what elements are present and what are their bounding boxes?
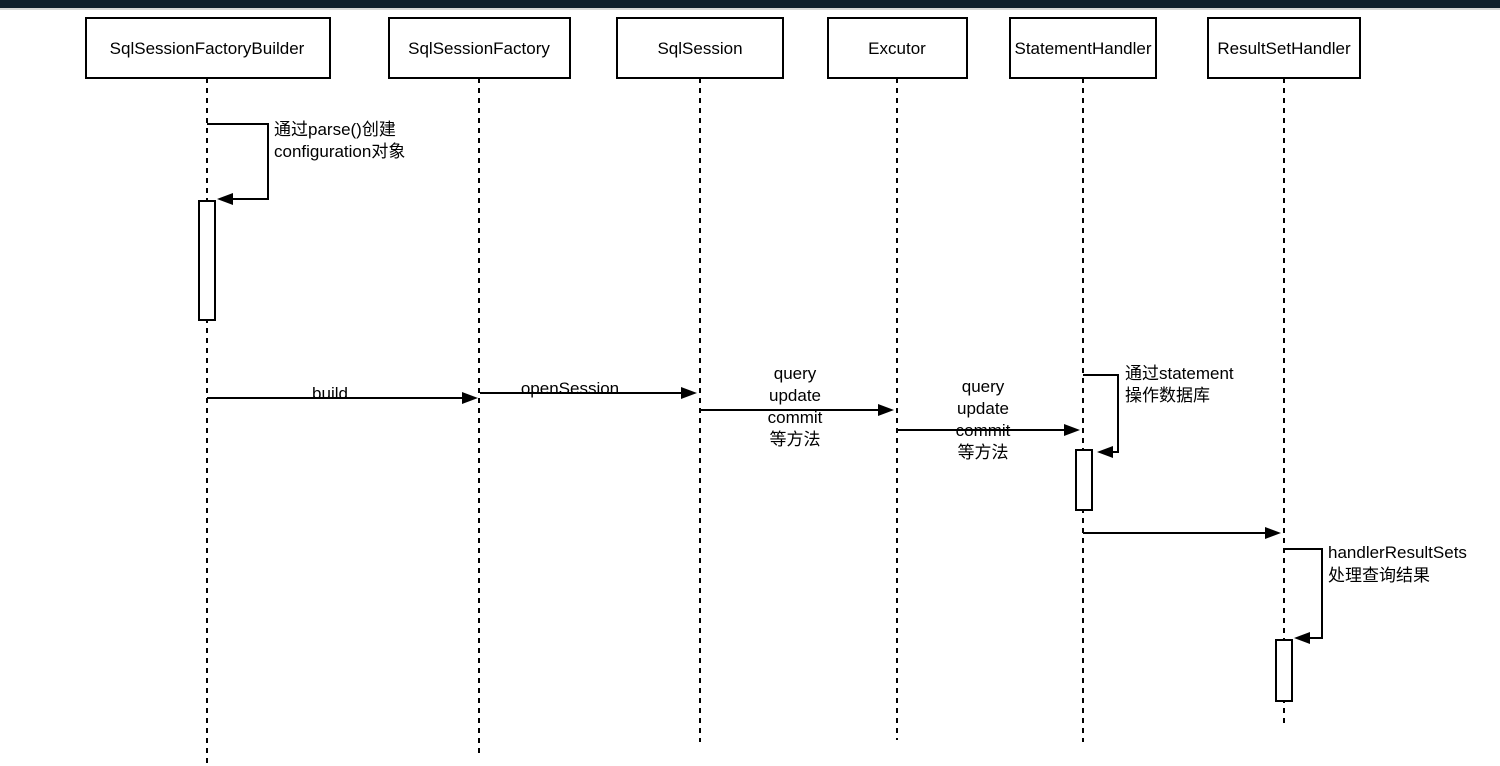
message-label-query-to-excutor: query (774, 364, 817, 383)
message-label-query-to-excutor: update (769, 386, 821, 405)
participant-label-sqlsession: SqlSession (657, 39, 742, 58)
message-arrowhead-query-to-excutor (878, 404, 894, 416)
participant-box-sqlsession (616, 17, 784, 79)
message-arrowhead-handle-resultset (1265, 527, 1281, 539)
participant-label-resultsethandler: ResultSetHandler (1217, 39, 1351, 58)
self-message-label-statement-operate: 通过statement (1125, 364, 1234, 383)
participant-box-sqlsessionfactorybuilder (85, 17, 331, 79)
message-label-query-to-handler: 等方法 (958, 443, 1009, 462)
participant-label-excutor: Excutor (868, 39, 926, 58)
self-message-label-handler-resultsets: 处理查询结果 (1328, 566, 1430, 585)
self-message-label-statement-operate: 操作数据库 (1125, 386, 1210, 405)
message-arrowhead-build (462, 392, 478, 404)
message-label-query-to-excutor: 等方法 (770, 430, 821, 449)
participant-box-resultsethandler (1207, 17, 1361, 79)
message-label-build: build (312, 384, 348, 403)
participant-box-sqlsessionfactory (388, 17, 571, 79)
self-message-label-handler-resultsets: handlerResultSets (1328, 543, 1467, 562)
message-label-query-to-handler: query (962, 377, 1005, 396)
activation-bar-statementhandler-activation (1075, 449, 1093, 511)
message-label-opensession: openSession (521, 379, 619, 398)
self-message-arrowhead-statement-operate (1097, 446, 1113, 458)
participant-box-statementhandler (1009, 17, 1157, 79)
self-message-line-statement-operate (1083, 374, 1119, 453)
message-label-query-to-handler: update (957, 399, 1009, 418)
message-label-query-to-excutor: commit (768, 408, 823, 427)
self-message-arrowhead-handler-resultsets (1294, 632, 1310, 644)
activation-bar-builder-activation (198, 200, 216, 321)
participant-label-sqlsessionfactorybuilder: SqlSessionFactoryBuilder (110, 39, 305, 58)
self-message-line-handler-resultsets (1285, 548, 1323, 639)
message-arrowhead-query-to-handler (1064, 424, 1080, 436)
self-message-label-parse-configuration: 通过parse()创建 (274, 120, 396, 139)
message-arrowhead-opensession (681, 387, 697, 399)
activation-bar-resultsethandler-activation (1275, 639, 1293, 702)
participant-label-statementhandler: StatementHandler (1014, 39, 1151, 58)
self-message-line-parse-configuration (207, 123, 269, 200)
participant-label-sqlsessionfactory: SqlSessionFactory (408, 39, 550, 58)
message-label-query-to-handler: commit (956, 421, 1011, 440)
participant-box-excutor (827, 17, 968, 79)
self-message-arrowhead-parse-configuration (217, 193, 233, 205)
self-message-label-parse-configuration: configuration对象 (274, 142, 405, 161)
window-chrome-bar (0, 0, 1500, 10)
